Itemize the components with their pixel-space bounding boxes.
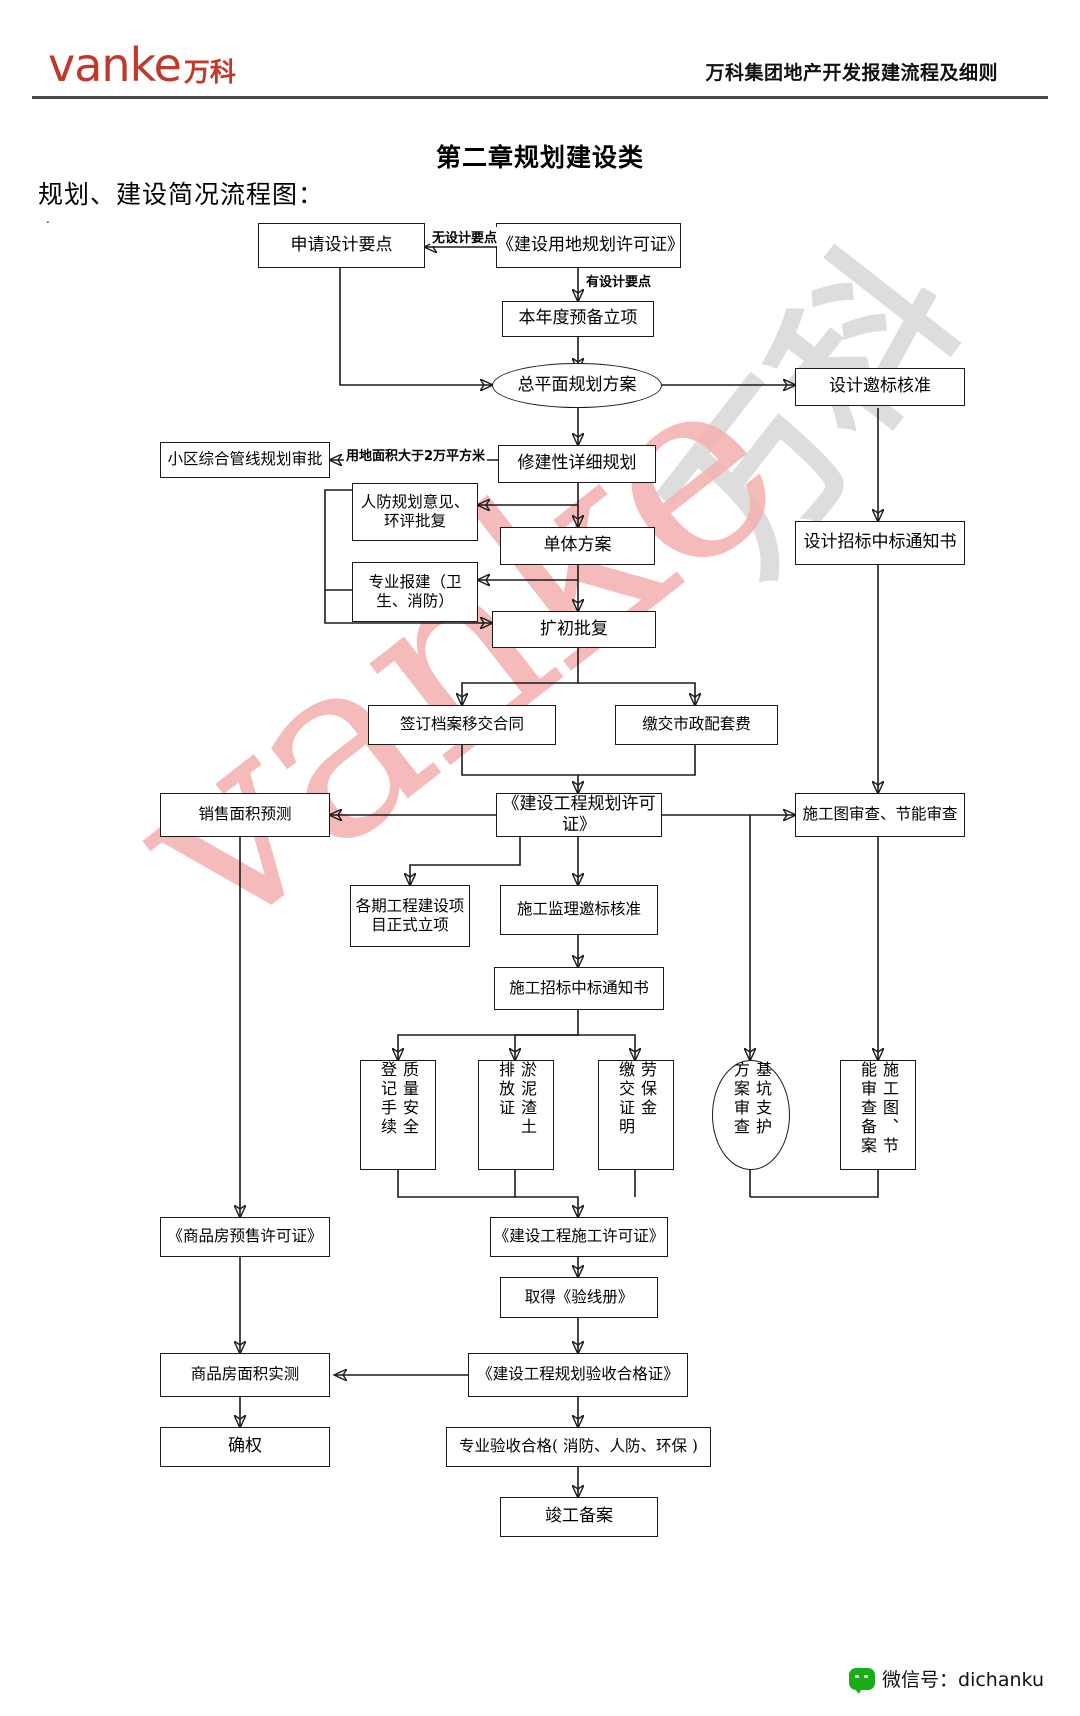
node-construction-planning-permit[interactable]: 《建设工程规划许可证》 xyxy=(496,793,662,837)
node-drawing-and-energy-review[interactable]: 施工图审查、节能审查 xyxy=(795,793,965,837)
node-presale-permit[interactable]: 《商品房预售许可证》 xyxy=(160,1217,330,1257)
node-community-pipeline-approval[interactable]: 小区综合管线规划审批 xyxy=(160,442,330,478)
node-detailed-construction-plan[interactable]: 修建性详细规划 xyxy=(498,445,656,483)
node-sludge-discharge-permit[interactable]: 淤泥渣土 排放证 xyxy=(478,1060,554,1170)
node-completion-filing[interactable]: 竣工备案 xyxy=(500,1497,658,1537)
node-expanded-prelim-approval[interactable]: 扩初批复 xyxy=(492,611,656,648)
edge-label-has-design-points: 有设计要点 xyxy=(584,271,654,290)
logo-latin-text: vanke xyxy=(48,38,182,92)
node-master-plan-scheme[interactable]: 总平面规划方案 xyxy=(492,363,662,408)
node-construction-permit[interactable]: 《建设工程施工许可证》 xyxy=(490,1217,668,1257)
chapter-title: 第二章规划建设类 xyxy=(435,143,644,172)
vnode-col-b: 排放证 xyxy=(496,1061,515,1118)
vnode-col-a: 施工图、节 xyxy=(880,1061,899,1156)
page-header: vanke 万科 万科集团地产开发报建流程及细则 xyxy=(0,0,1080,100)
node-phase-project-formal-setup[interactable]: 各期工程建设项目正式立项 xyxy=(350,885,470,947)
node-design-bid-win-notice[interactable]: 设计招标中标通知书 xyxy=(795,521,965,565)
page-subtitle: 规划、建设简况流程图： xyxy=(38,180,325,209)
vnode-col-a: 质量安全 xyxy=(400,1061,419,1137)
wechat-icon xyxy=(849,1667,876,1694)
node-professional-acceptance[interactable]: 专业验收合格( 消防、人防、环保 ) xyxy=(446,1427,711,1467)
node-annual-pre-project[interactable]: 本年度预备立项 xyxy=(502,301,654,337)
edge-label-land-area-over-20000: 用地面积大于2万平方米 xyxy=(344,445,488,464)
vnode-col-b: 缴交证明 xyxy=(616,1061,635,1137)
wechat-id-text: 微信号：dichanku xyxy=(882,1669,1044,1691)
vnode-col-b: 能审查备案 xyxy=(858,1061,877,1156)
stray-dot: . xyxy=(46,212,50,226)
vnode-col-b: 方案审查 xyxy=(731,1061,750,1137)
wechat-footer: 微信号：dichanku xyxy=(849,1665,1044,1694)
node-civil-defense-and-eia[interactable]: 人防规划意见、环评批复 xyxy=(352,483,478,541)
node-single-building-scheme[interactable]: 单体方案 xyxy=(500,527,655,565)
node-quality-safety-registration[interactable]: 质量安全 登记手续 xyxy=(360,1060,436,1170)
logo-chinese-text: 万科 xyxy=(183,58,236,88)
vnode-col-a: 淤泥渣土 xyxy=(518,1061,537,1137)
node-land-planning-permit[interactable]: 《建设用地规划许可证》 xyxy=(496,223,684,268)
node-archive-transfer-contract[interactable]: 签订档案移交合同 xyxy=(368,705,556,745)
node-supervision-bid-approval[interactable]: 施工监理邀标核准 xyxy=(500,885,658,935)
node-title-confirmation[interactable]: 确权 xyxy=(160,1427,330,1467)
vnode-col-b: 登记手续 xyxy=(378,1061,397,1137)
node-planning-acceptance-cert[interactable]: 《建设工程规划验收合格证》 xyxy=(468,1353,688,1397)
flowchart: 申请设计要点 《建设用地规划许可证》 无设计要点 有设计要点 本年度预备立项 总… xyxy=(0,205,1080,1585)
vnode-col-a: 劳保金 xyxy=(638,1061,657,1118)
node-foundation-pit-support-review[interactable]: 基坑支护 方案审查 xyxy=(712,1060,790,1170)
node-obtain-line-check-book[interactable]: 取得《验线册》 xyxy=(500,1277,658,1318)
header-divider xyxy=(32,96,1048,99)
node-professional-filing[interactable]: 专业报建（卫生、消防） xyxy=(352,562,478,622)
node-design-bid-invite-approval[interactable]: 设计邀标核准 xyxy=(795,368,965,406)
edge-label-no-design-points: 无设计要点 xyxy=(430,227,500,246)
node-apply-design-points[interactable]: 申请设计要点 xyxy=(258,223,425,268)
node-municipal-facility-fee[interactable]: 缴交市政配套费 xyxy=(615,705,778,745)
node-labor-insurance-payment-proof[interactable]: 劳保金 缴交证明 xyxy=(598,1060,674,1170)
node-construction-bid-win-notice[interactable]: 施工招标中标通知书 xyxy=(494,967,664,1010)
header-title: 万科集团地产开发报建流程及细则 xyxy=(705,62,998,84)
node-sales-area-forecast[interactable]: 销售面积预测 xyxy=(160,793,330,837)
vanke-logo: vanke 万科 xyxy=(48,42,236,88)
vnode-col-a: 基坑支护 xyxy=(753,1061,772,1137)
node-drawing-energy-review-filing[interactable]: 施工图、节 能审查备案 xyxy=(840,1060,916,1170)
node-measured-floor-area[interactable]: 商品房面积实测 xyxy=(160,1353,330,1397)
